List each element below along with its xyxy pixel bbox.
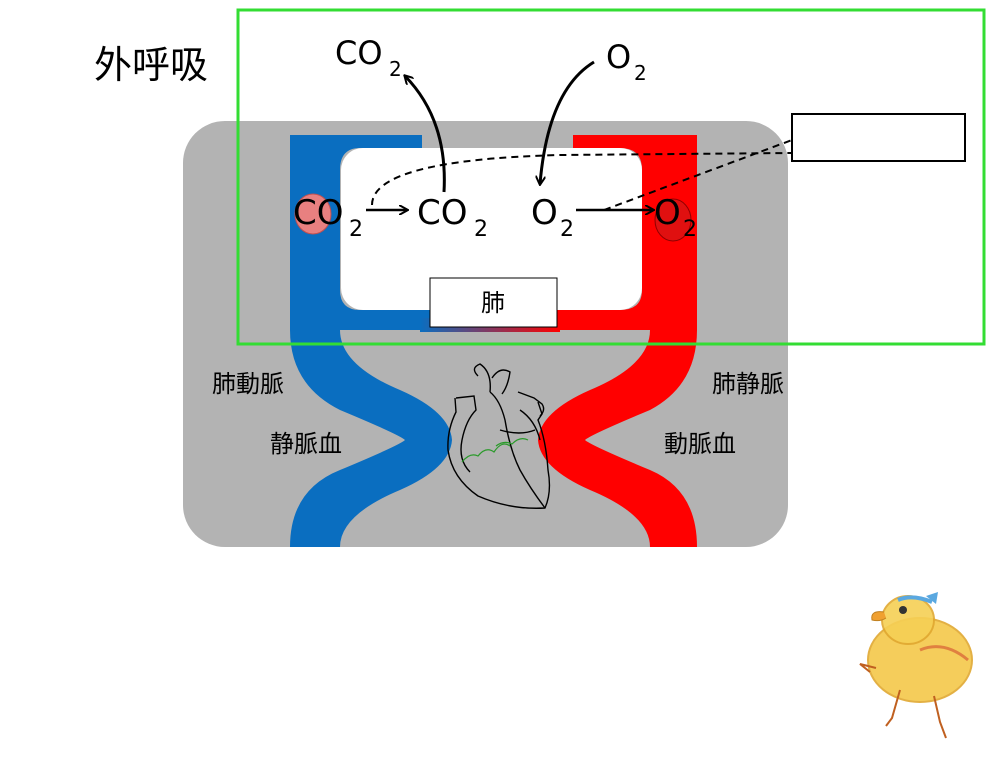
pulmonary-vein-label: 肺静脈: [712, 370, 784, 398]
arterial-blood-label: 動脈血: [664, 430, 736, 458]
red-blood-cell-icon: [294, 193, 332, 235]
pulmonary-artery-label: 肺動脈: [212, 370, 284, 398]
o2-inhaled: O 2: [606, 38, 647, 85]
co2-exhaled: CO 2: [335, 34, 402, 81]
callout-box: [791, 113, 966, 162]
co2-in-alveolus: CO 2: [417, 193, 488, 242]
co2-exhaled-subscript: 2: [389, 57, 402, 81]
external-respiration-frame: [236, 8, 986, 346]
o2-in-alveolus: O 2: [531, 193, 574, 242]
o2-in-blood: O 2: [654, 193, 697, 242]
co2-in-blood: CO 2: [293, 193, 363, 242]
o2-inhaled-subscript: 2: [634, 61, 647, 85]
chick-mascot-icon: [859, 592, 973, 739]
co2-exhaled-text: CO: [335, 34, 383, 72]
heart-vessels-green: [461, 438, 529, 463]
callout-dashed-line-2: [603, 139, 793, 211]
red-blood-cell-icon: [654, 198, 692, 242]
heart-outline-icon: [447, 363, 551, 509]
lung-label-box: [429, 277, 558, 328]
co2-blood-subscript: 2: [349, 217, 363, 242]
o2-alveolus-text: O: [531, 193, 558, 233]
lung-label: 肺: [481, 289, 505, 317]
co2-alveolus-subscript: 2: [474, 217, 488, 242]
o2-blood-subscript: 2: [683, 217, 697, 242]
co2-blood-text: CO: [293, 193, 344, 233]
o2-blood-text: O: [654, 193, 681, 233]
o2-inhaled-text: O: [606, 38, 631, 76]
arrow-co2-exhale: [405, 76, 446, 193]
venous-blood-label: 静脈血: [270, 430, 342, 458]
pulmonary-artery-vessel: [290, 135, 452, 547]
pulmonary-vein-vessel: [538, 135, 697, 547]
lung-interior: [341, 148, 642, 310]
callout-dashed-line-1: [371, 152, 793, 206]
arrow-o2-inhale: [540, 60, 595, 184]
o2-alveolus-subscript: 2: [560, 217, 574, 242]
co2-alveolus-text: CO: [417, 193, 468, 233]
page-title: 外呼吸: [94, 43, 208, 87]
